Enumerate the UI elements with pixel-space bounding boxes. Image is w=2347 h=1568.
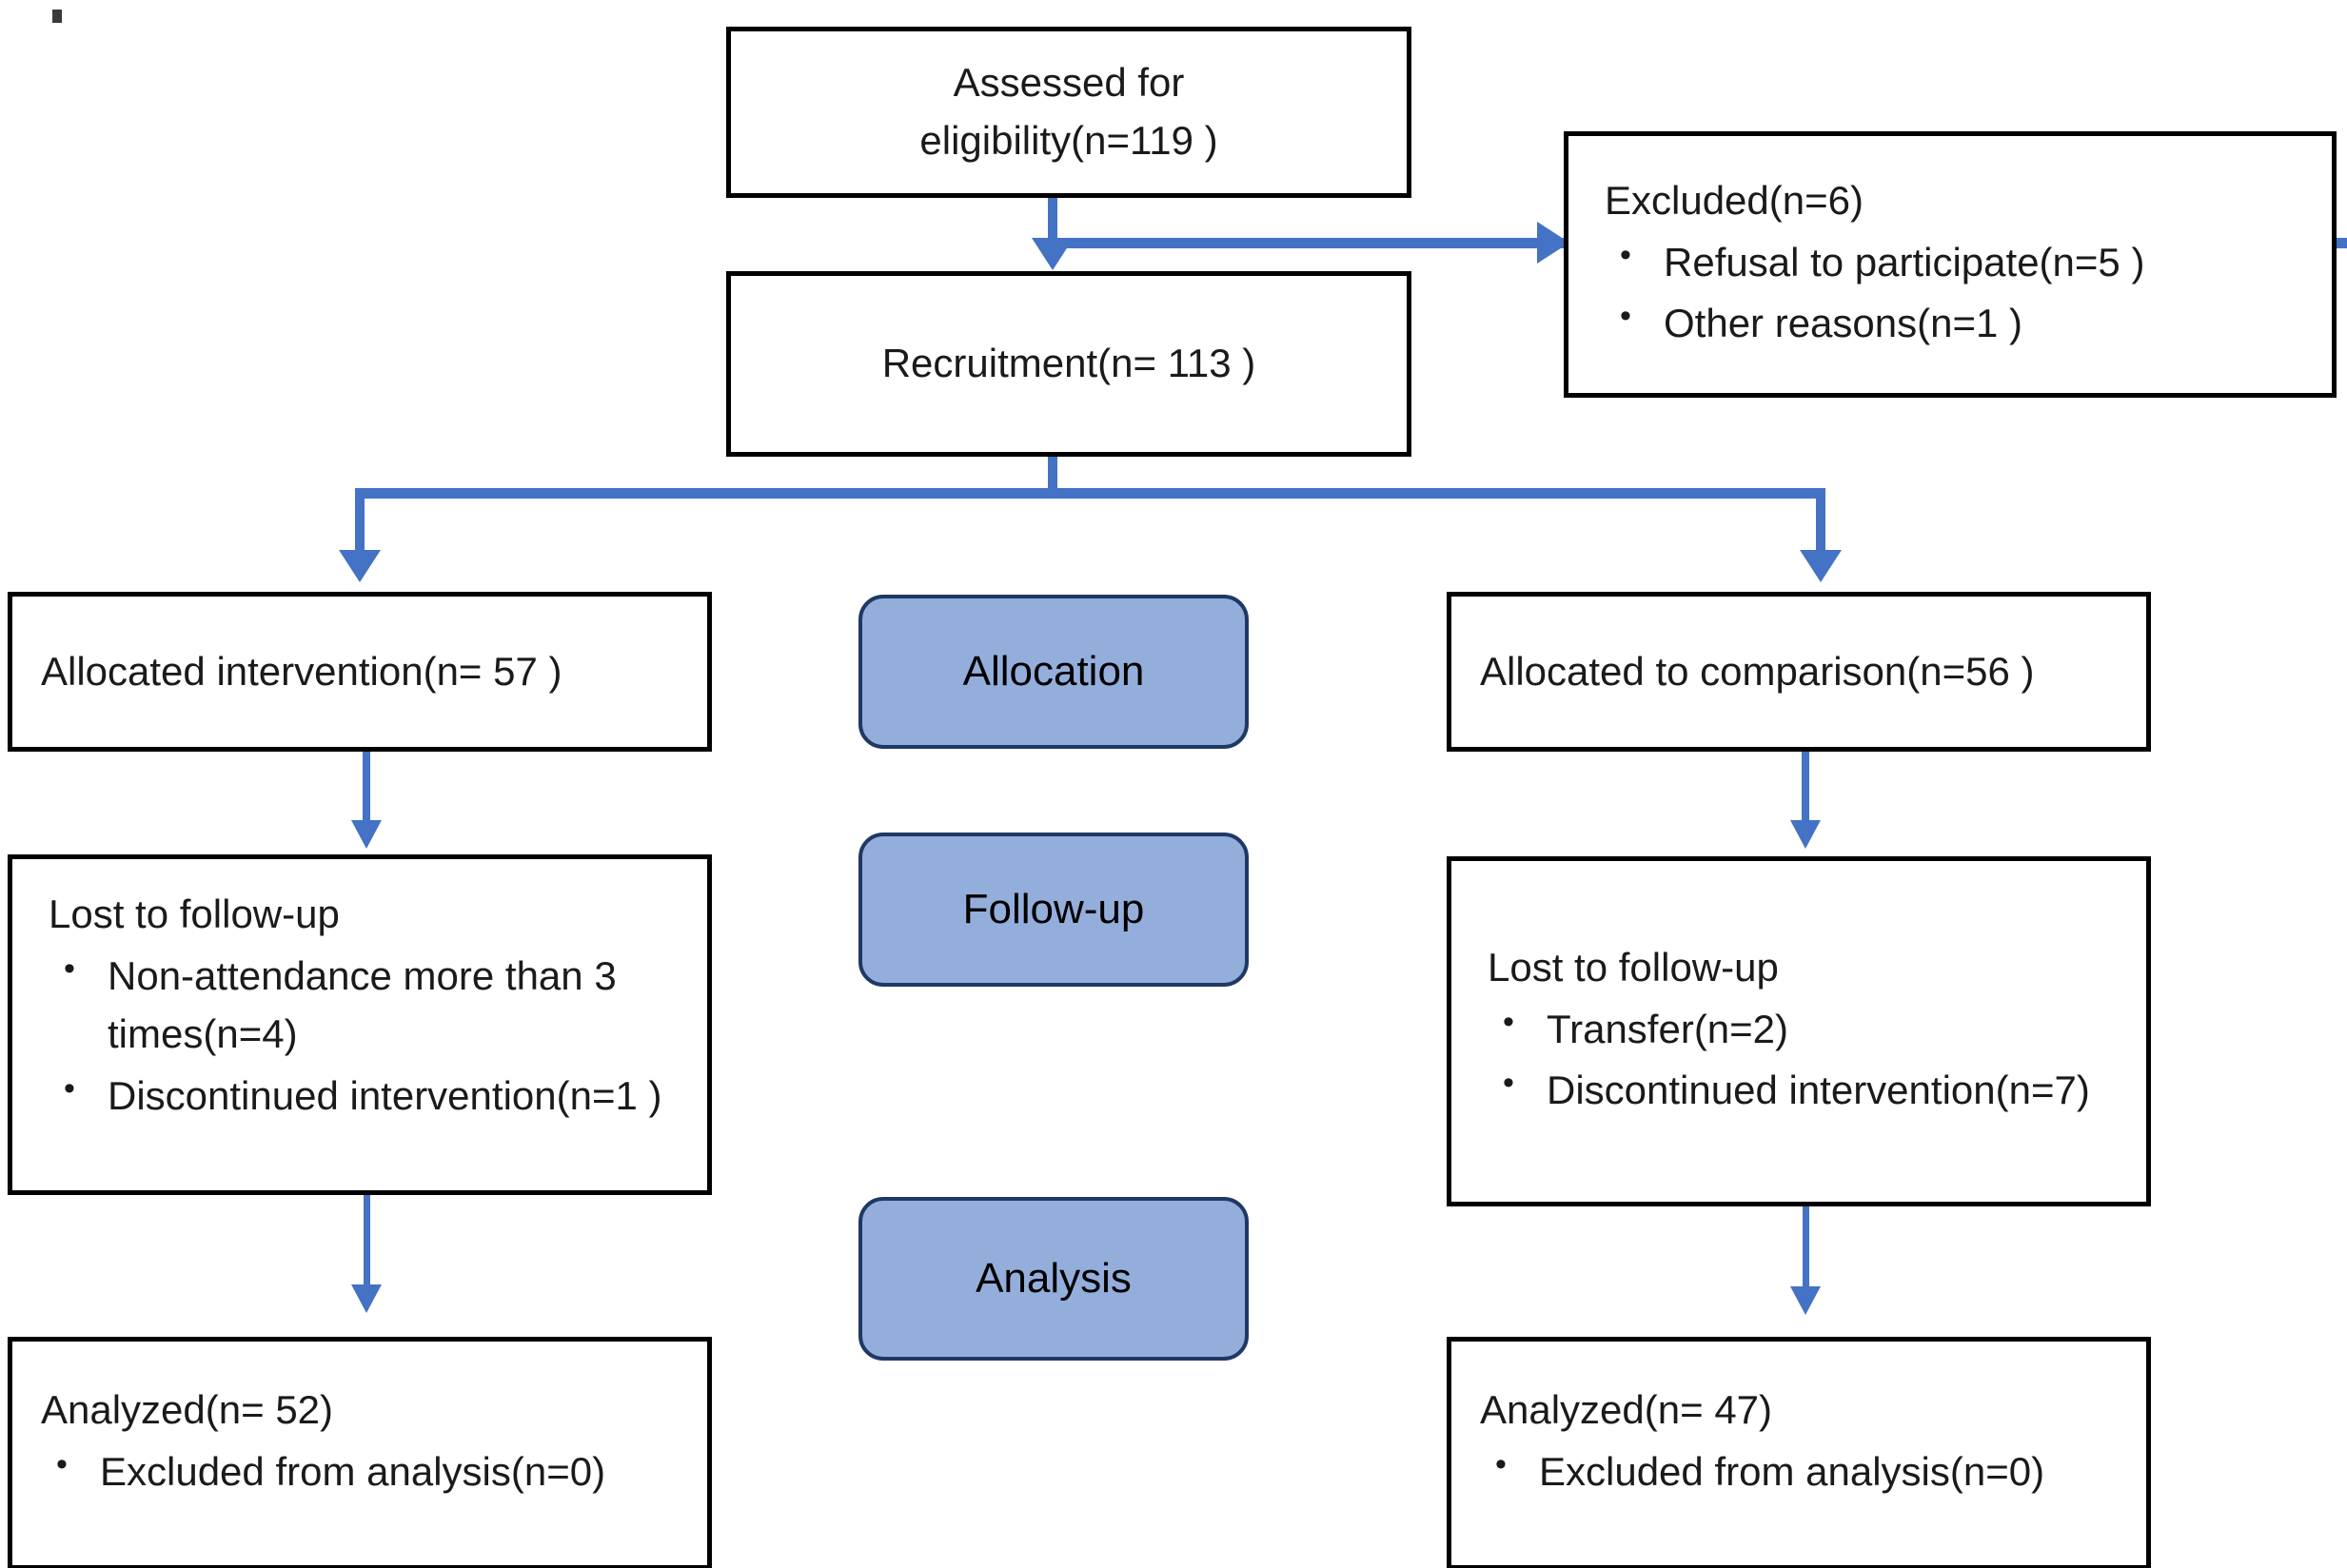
connector-allocated-left-to-lost-left [363,752,370,826]
excluded-bullet-list: Refusal to participate(n=5 ) Other reaso… [1568,230,2332,358]
analyzed-left-heading: Analyzed(n= 52) [41,1387,334,1432]
lost-left-heading: Lost to follow-up [49,892,340,936]
excluded-heading: Excluded(n=6) [1605,177,1864,223]
node-assessed-for-eligibility: Assessed for eligibility(n=119 ) [726,27,1411,198]
lost-left-bullet-list: Non-attendance more than 3 times(n=4) Di… [12,944,707,1129]
node-analyzed-right: Analyzed(n= 47) Excluded from analysis(n… [1447,1337,2151,1568]
list-item: Excluded from analysis(n=0) [1495,1441,2133,1501]
analyzed-right-heading: Analyzed(n= 47) [1480,1387,1773,1432]
assessed-line-1: Assessed for [953,60,1185,106]
arrow-allocated-right-to-lost-right-icon [1790,820,1821,849]
list-item: Other reasons(n=1 ) [1620,293,2318,353]
arrow-lost-left-to-analyzed-left-icon [351,1284,382,1313]
node-allocated-intervention: Allocated intervention(n= 57 ) [8,592,712,752]
assessed-line-2: eligibility(n=119 ) [919,118,1218,163]
stage-label-analysis-text: Analysis [976,1255,1132,1302]
stage-label-allocation-text: Allocation [962,648,1145,695]
connector-allocated-right-to-lost-right [1802,752,1809,826]
connector-branch-right-drop [1816,488,1825,557]
list-item: Non-attendance more than 3 times(n=4) [64,946,694,1064]
stage-label-followup: Follow-up [858,833,1249,987]
node-recruitment: Recruitment(n= 113 ) [726,271,1411,457]
node-lost-to-followup-left: Lost to follow-up Non-attendance more th… [8,854,712,1195]
node-lost-to-followup-right: Lost to follow-up Transfer(n=2) Disconti… [1447,856,2151,1206]
stage-label-allocation: Allocation [858,595,1249,749]
scan-artifact-speck [52,10,62,23]
arrow-lost-right-to-analyzed-right-icon [1790,1286,1821,1315]
arrow-branch-left-icon [339,550,381,582]
connector-recruitment-crossbar [355,488,1825,499]
analyzed-left-bullet-list: Excluded from analysis(n=0) [12,1440,707,1505]
allocated-right-line-1: Allocated to comparison(n=56 ) [1480,648,2035,694]
list-item: Excluded from analysis(n=0) [56,1441,694,1501]
recruitment-line-1: Recruitment(n= 113 ) [881,341,1256,386]
connector-lost-right-to-analyzed-right [1803,1206,1809,1292]
list-item: Refusal to participate(n=5 ) [1620,232,2318,292]
list-item: Discontinued intervention(n=7) [1503,1060,2133,1120]
node-allocated-comparison: Allocated to comparison(n=56 ) [1447,592,2151,752]
stage-label-followup-text: Follow-up [962,886,1145,932]
arrow-allocated-left-to-lost-left-icon [351,820,382,849]
lost-right-heading: Lost to follow-up [1488,944,1779,990]
analyzed-right-bullet-list: Excluded from analysis(n=0) [1451,1440,2146,1505]
list-item: Discontinued intervention(n=1 ) [64,1066,694,1126]
connector-assessed-to-recruitment [1048,198,1057,244]
lost-right-bullet-list: Transfer(n=2) Discontinued intervention(… [1451,997,2146,1125]
allocated-left-line-1: Allocated intervention(n= 57 ) [41,648,562,694]
arrow-branch-right-icon [1800,550,1842,582]
stage-label-analysis: Analysis [858,1197,1249,1361]
node-excluded: Excluded(n=6) Refusal to participate(n=5… [1564,131,2337,398]
connector-recruitment-stem [1048,457,1057,495]
node-analyzed-left: Analyzed(n= 52) Excluded from analysis(n… [8,1337,712,1568]
connector-branch-left-drop [355,488,365,557]
connector-lost-left-to-analyzed-left [364,1195,370,1290]
list-item: Transfer(n=2) [1503,999,2133,1059]
